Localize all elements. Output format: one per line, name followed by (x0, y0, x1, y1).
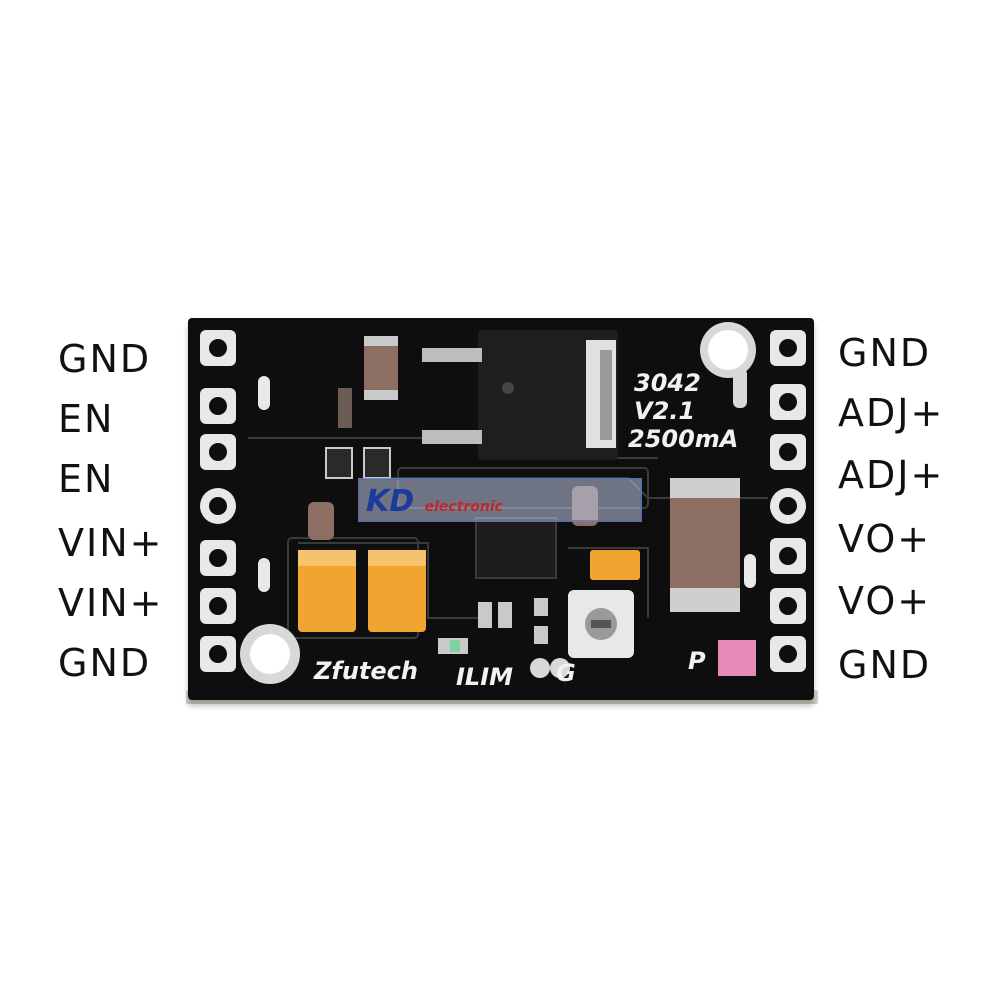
pad-left-gnd (200, 636, 236, 672)
g-text: G (556, 659, 576, 687)
pad-right-gnd (770, 330, 806, 366)
current-text: 2500mA (628, 425, 739, 453)
version-text: V2.1 (634, 397, 696, 425)
left-pin-label: VIN+ (58, 521, 164, 565)
pad-left-vin (200, 540, 236, 576)
right-pin-label: GND (838, 643, 932, 687)
pad-left-en (200, 434, 236, 470)
right-pin-label: ADJ+ (838, 391, 945, 435)
pad-left-gnd (200, 330, 236, 366)
watermark-sub: electronic (424, 499, 503, 515)
pcb-components (240, 322, 768, 684)
left-pin-label: EN (58, 397, 115, 441)
right-pin-label: VO+ (838, 517, 932, 561)
left-pin-label: EN (58, 457, 115, 501)
left-pin-label: VIN+ (58, 581, 164, 625)
left-pin-label: GND (58, 337, 152, 381)
pad-right-vo (770, 538, 806, 574)
pad-right-adj (770, 434, 806, 470)
watermark-main: KD (366, 484, 415, 519)
p-text: P (688, 647, 706, 675)
pad-right-vo (770, 588, 806, 624)
pad-right-gnd (770, 636, 806, 672)
brand-text: Zfutech (314, 657, 418, 685)
right-pin-label: ADJ+ (838, 453, 945, 497)
watermark: KD electronic (358, 478, 642, 522)
pad-right-adj (770, 384, 806, 420)
right-pin-label: GND (838, 331, 932, 375)
pad-left-vin (200, 488, 236, 524)
pad-left-en (200, 388, 236, 424)
right-pin-label: VO+ (838, 579, 932, 623)
pad-right-vo (770, 488, 806, 524)
pad-left-vin (200, 588, 236, 624)
model-text: 3042 (634, 369, 701, 397)
left-pin-label: GND (58, 641, 152, 685)
ilim-text: ILIM (456, 663, 514, 691)
